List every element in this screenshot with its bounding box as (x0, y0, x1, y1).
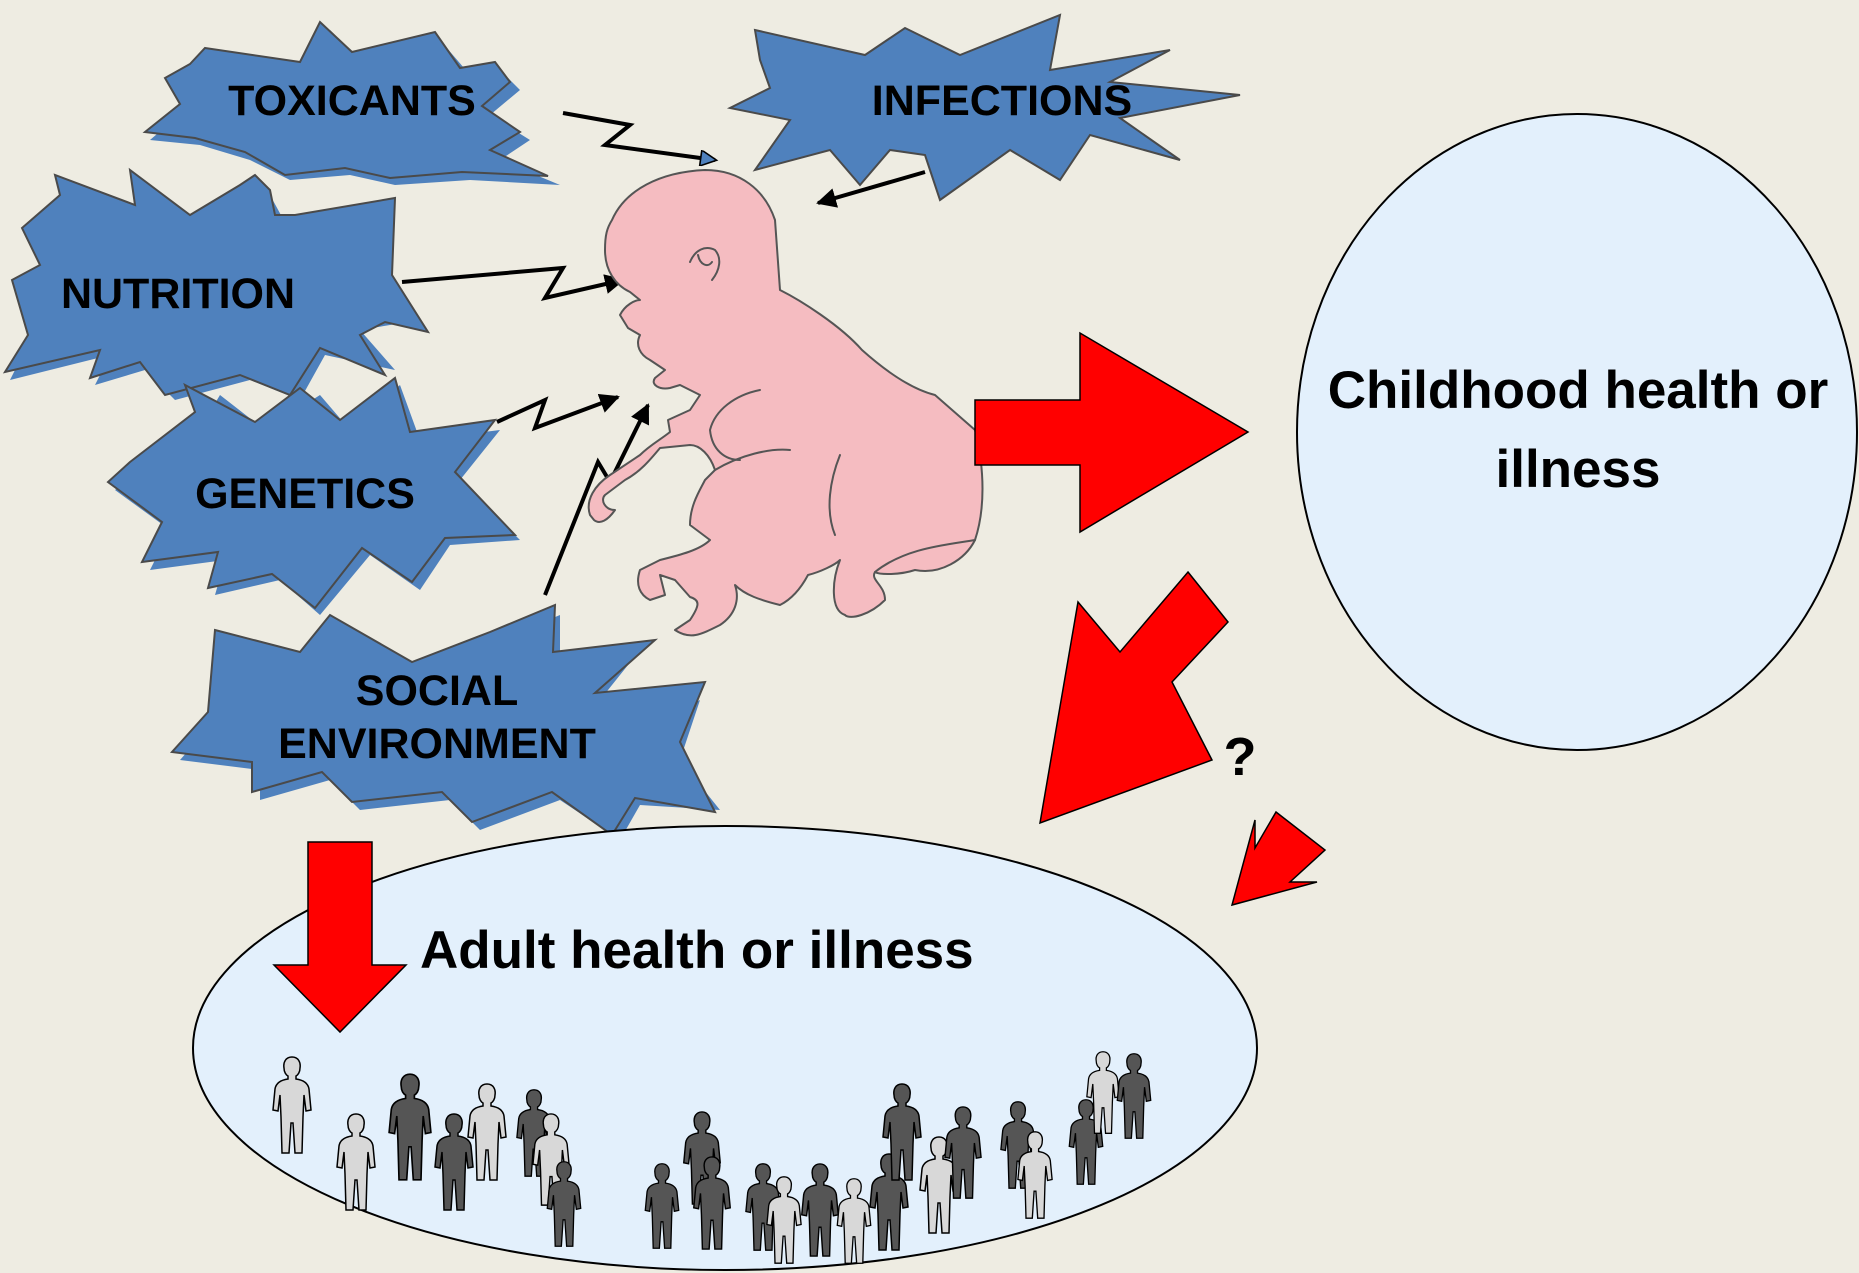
social-label-line2: ENVIRONMENT (278, 720, 596, 768)
uncertain-link-mark: ? (1224, 727, 1257, 787)
childhood-outcome-line2: illness (1496, 440, 1661, 499)
toxicants-label: TOXICANTS (228, 77, 476, 125)
baby-figure (589, 170, 983, 635)
childhood-outcome-line1: Childhood health or (1328, 361, 1829, 420)
infections-label: INFECTIONS (872, 77, 1132, 125)
nutrition-label: NUTRITION (61, 270, 295, 318)
childhood-to-adult-arrow (1040, 572, 1228, 823)
to-childhood-arrow (975, 333, 1248, 532)
genetics-label: GENETICS (195, 470, 415, 518)
childhood-outcome-oval (1297, 114, 1857, 750)
nutrition-arrow (402, 268, 623, 298)
genetics-arrow (497, 397, 618, 428)
infections-arrow (818, 172, 925, 203)
secondary-adult-arrow (1232, 812, 1325, 905)
adult-outcome-label: Adult health or illness (420, 921, 974, 980)
social-label-line1: SOCIAL (356, 667, 518, 715)
toxicants-arrow (563, 113, 715, 160)
